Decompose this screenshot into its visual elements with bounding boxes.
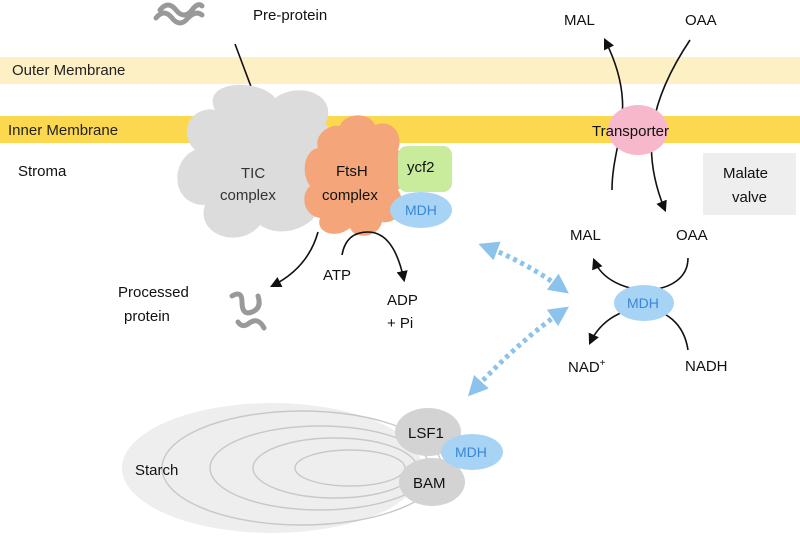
mal-top-label: MAL: [564, 12, 595, 29]
transporter-label: Transporter: [592, 123, 669, 140]
malate-valve-label-line2: valve: [732, 189, 767, 206]
starch-label: Starch: [135, 462, 178, 479]
atp-arrow: [341, 231, 408, 283]
malate-valve-label-line1: Malate: [723, 165, 768, 182]
ftsh-label-line2: complex: [322, 187, 378, 204]
lsf1-label: LSF1: [408, 425, 444, 442]
exchange-arrow-ftsh: [478, 241, 569, 294]
malate-valve-box: [703, 153, 796, 215]
ycf2-box: [398, 146, 452, 192]
ftsh-mdh-label: MDH: [405, 202, 437, 218]
tic-label-line1: TIC: [241, 165, 265, 182]
ftsh-mdh-ellipse: [390, 192, 452, 228]
inner-membrane-label: Inner Membrane: [8, 122, 118, 139]
starch-mdh-ellipse: [441, 434, 503, 470]
ftsh-label-line1: FtsH: [336, 163, 368, 180]
oaa-to-mal-arrow: [592, 257, 689, 291]
tic-complex: TIC complex: [177, 84, 344, 238]
processed-label-line2: protein: [124, 308, 170, 325]
mal-bottom-label: MAL: [570, 227, 601, 244]
pre-protein-label: Pre-protein: [253, 7, 327, 24]
outer-membrane-label: Outer Membrane: [12, 62, 125, 79]
tic-label-line2: complex: [220, 187, 276, 204]
pre-protein-icon: [153, 2, 205, 26]
nadh-label: NADH: [685, 358, 728, 375]
inner-membrane-band: [0, 116, 800, 143]
transporter-ellipse: [608, 105, 668, 155]
outer-membrane-band: [0, 57, 800, 84]
stroma-mdh-ellipse: [614, 285, 674, 321]
bam-label: BAM: [413, 475, 446, 492]
stroma-mdh-label: MDH: [627, 295, 659, 311]
atp-label: ATP: [323, 267, 351, 284]
processed-protein-icon: [229, 291, 267, 331]
starch-mdh-label: MDH: [455, 444, 487, 460]
ycf2-label: ycf2: [407, 159, 435, 176]
pi-label: + Pi: [387, 315, 413, 332]
exchange-arrow-starch: [467, 306, 569, 397]
nad-label: NAD+: [568, 358, 606, 376]
processed-label-line1: Processed: [118, 284, 189, 301]
adp-label: ADP: [387, 292, 418, 309]
oaa-top-label: OAA: [685, 12, 717, 29]
ftsh-complex: FtsH complex: [304, 115, 407, 236]
bam-ellipse: [399, 458, 465, 506]
stroma-label: Stroma: [18, 163, 67, 180]
processed-arrow: [269, 231, 319, 288]
oaa-bottom-label: OAA: [676, 227, 708, 244]
